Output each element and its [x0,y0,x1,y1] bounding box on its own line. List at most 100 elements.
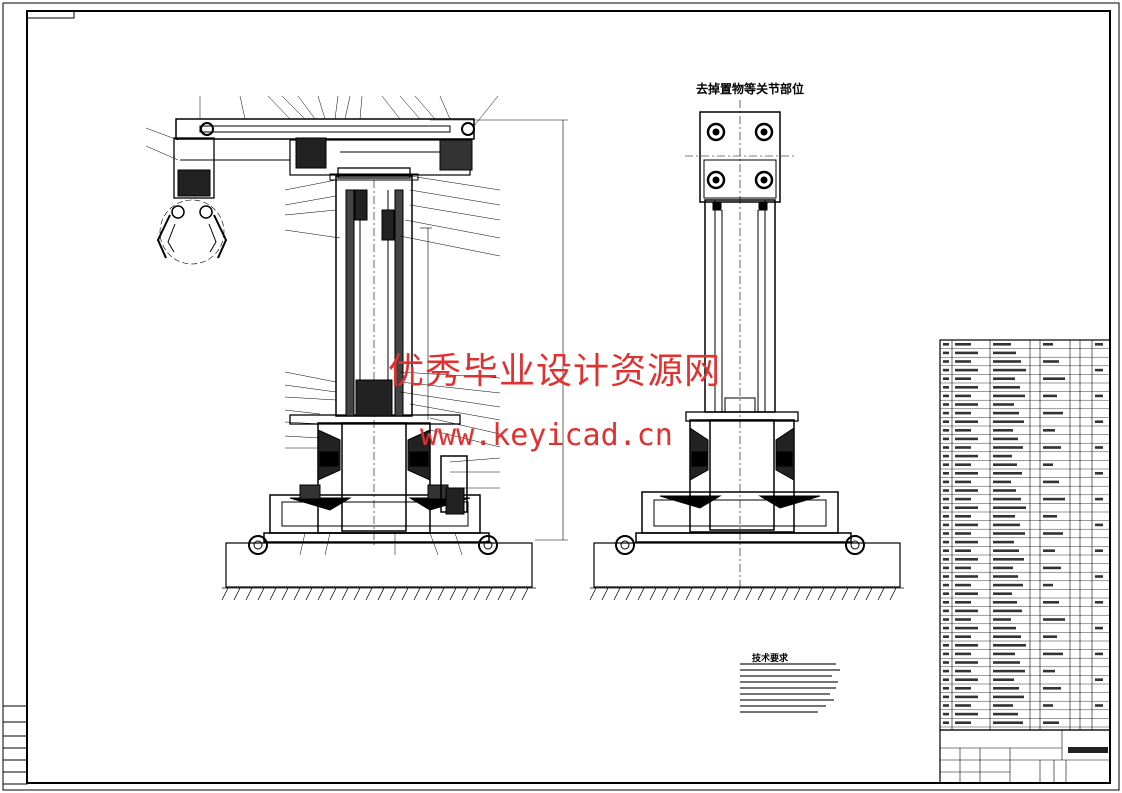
parts-entry-mark [955,532,971,535]
parts-entry-mark [993,575,1018,578]
title-block [939,729,1111,784]
parts-entry-mark [993,618,1011,621]
parts-entry-mark [1043,721,1059,724]
parts-entry-mark [955,351,978,355]
parts-entry-mark [993,592,1012,595]
parts-entry-mark [955,343,971,346]
parts-entry-mark [1095,678,1103,681]
parts-entry-mark [1043,687,1061,690]
parts-entry-mark [955,635,971,638]
parts-entry-mark [955,360,971,363]
parts-entry-mark [955,420,978,423]
parts-entry-mark [993,687,1019,690]
parts-entry-mark [1043,601,1059,604]
parts-entry-mark [1043,549,1055,552]
parts-entry-mark [955,601,971,604]
parts-entry-mark [993,437,1018,441]
parts-entry-mark [943,411,949,415]
parts-entry-mark [1095,420,1103,423]
parts-entry-mark [1043,394,1057,398]
parts-entry-mark [943,386,949,389]
parts-entry-mark [1095,601,1103,604]
parts-entry-mark [943,506,949,509]
parts-entry-mark [993,368,1026,372]
parts-entry-mark [955,687,971,690]
parts-entry-mark [1095,523,1103,527]
parts-entry-mark [993,394,1025,398]
parts-entry-mark [955,368,978,372]
parts-entry-mark [955,480,971,484]
parts-entry-mark [993,669,1025,673]
parts-entry-mark [943,601,949,604]
parts-entry-mark [943,704,949,707]
parts-entry-mark [943,429,949,432]
parts-list [939,339,1111,731]
parts-entry-mark [943,489,949,492]
parts-entry-mark [955,386,978,389]
parts-entry-mark [993,515,1015,518]
parts-entry-mark [993,429,1013,432]
binding-tabs [2,705,28,785]
parts-entry-mark [993,403,1014,406]
parts-entry-mark [955,377,971,380]
parts-entry-mark [943,454,949,458]
parts-entry-mark [993,721,1023,724]
parts-entry-mark [943,446,949,449]
parts-entry-mark [943,695,949,699]
parts-entry-mark [1043,618,1065,621]
parts-entry-mark [993,480,1011,484]
parts-entry-mark [943,377,949,380]
parts-entry-mark [955,592,978,595]
parts-entry-mark [1095,575,1103,578]
parts-entry-mark [955,558,978,561]
parts-entry-mark [993,463,1017,466]
parts-entry-mark [943,497,949,501]
parts-entry-mark [955,472,978,475]
parts-entry-mark [943,687,949,690]
parts-entry-mark [993,540,1014,544]
side-view-title: 去掉置物等关节部位 [696,82,805,96]
parts-entry-mark [943,437,949,441]
parts-entry-mark [943,515,949,518]
parts-entry-mark [943,472,949,475]
parts-entry-mark [955,437,978,441]
parts-entry-mark [1043,669,1055,673]
parts-entry-mark [993,609,1022,613]
parts-entry-mark [955,644,978,647]
parts-list-rows [940,348,1110,728]
parts-entry-mark [955,454,978,458]
parts-entry-mark [943,403,949,406]
parts-entry-mark [993,343,1011,346]
tech-requirements-lines [740,663,840,713]
parts-entry-mark [955,695,978,699]
parts-entry-mark [1095,497,1103,501]
parts-entry-mark [943,549,949,552]
parts-entry-mark [943,343,949,346]
parts-entry-mark [943,360,949,363]
parts-entry-mark [955,523,978,527]
parts-entry-mark [993,351,1016,355]
parts-entry-mark [1043,463,1053,466]
parts-entry-mark [943,644,949,647]
parts-entry-mark [943,669,949,673]
parts-entry-mark [955,463,971,466]
parts-entry-mark [955,446,971,449]
parts-entry-mark [1095,472,1103,475]
parts-entry-mark [1043,343,1053,346]
parts-entry-mark [993,558,1024,561]
parts-entry-mark [955,712,978,716]
parts-entry-mark [943,558,949,561]
parts-entry-mark [955,549,971,552]
parts-entry-mark [955,661,978,664]
parts-entry-mark [943,368,949,372]
front-view [145,95,568,601]
parts-entry-mark [993,601,1017,604]
parts-entry-mark [955,583,971,587]
parts-entry-mark [993,644,1026,647]
parts-entry-mark [955,506,978,509]
parts-entry-mark [955,652,971,656]
parts-entry-mark [943,394,949,398]
parts-entry-mark [993,652,1015,656]
parts-entry-mark [1043,360,1059,363]
